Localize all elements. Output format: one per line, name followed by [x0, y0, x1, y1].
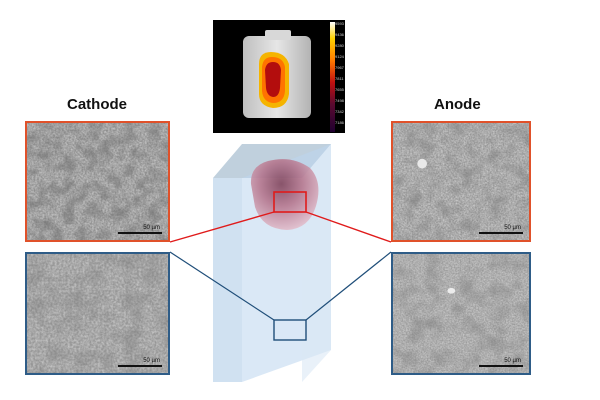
blue-connector-right — [305, 251, 392, 321]
anode-sem-image-top: 50 µm — [391, 121, 531, 242]
colorbar-ticks: 9593 9436 9280 9124 7967 7811 7655 7498 … — [335, 20, 349, 130]
anode-sem-image-bottom: 50 µm — [391, 252, 531, 375]
colorbar-tick: 7498 — [335, 98, 344, 103]
colorbar-tick: 7655 — [335, 87, 344, 92]
blue-highlight-box — [273, 319, 307, 341]
colorbar-tick: 9280 — [335, 43, 344, 48]
cathode-label: Cathode — [67, 96, 127, 113]
block-left-face — [213, 178, 242, 382]
red-connector-right — [305, 211, 392, 243]
anode-label: Anode — [434, 96, 481, 113]
scale-bar: 50 µm — [118, 224, 162, 234]
colorbar-tick: 7342 — [335, 109, 344, 114]
cathode-sem-image-top: 50 µm — [25, 121, 170, 242]
red-connector-left — [169, 211, 275, 243]
scale-bar: 50 µm — [118, 357, 162, 367]
red-highlight-box — [273, 191, 307, 213]
scale-bar: 50 µm — [479, 224, 523, 234]
thermal-cylinder — [243, 30, 311, 118]
colorbar-tick: 7186 — [335, 120, 344, 125]
scale-bar: 50 µm — [479, 357, 523, 367]
colorbar — [330, 22, 335, 132]
colorbar-tick: 9436 — [335, 32, 344, 37]
colorbar-tick: 9593 — [335, 21, 344, 26]
colorbar-tick: 9124 — [335, 54, 344, 59]
colorbar-tick: 7811 — [335, 76, 344, 81]
cathode-sem-image-bottom: 50 µm — [25, 252, 170, 375]
thermal-image: 9593 9436 9280 9124 7967 7811 7655 7498 … — [213, 20, 345, 133]
blue-connector-left — [169, 251, 275, 321]
colorbar-tick: 7967 — [335, 65, 344, 70]
